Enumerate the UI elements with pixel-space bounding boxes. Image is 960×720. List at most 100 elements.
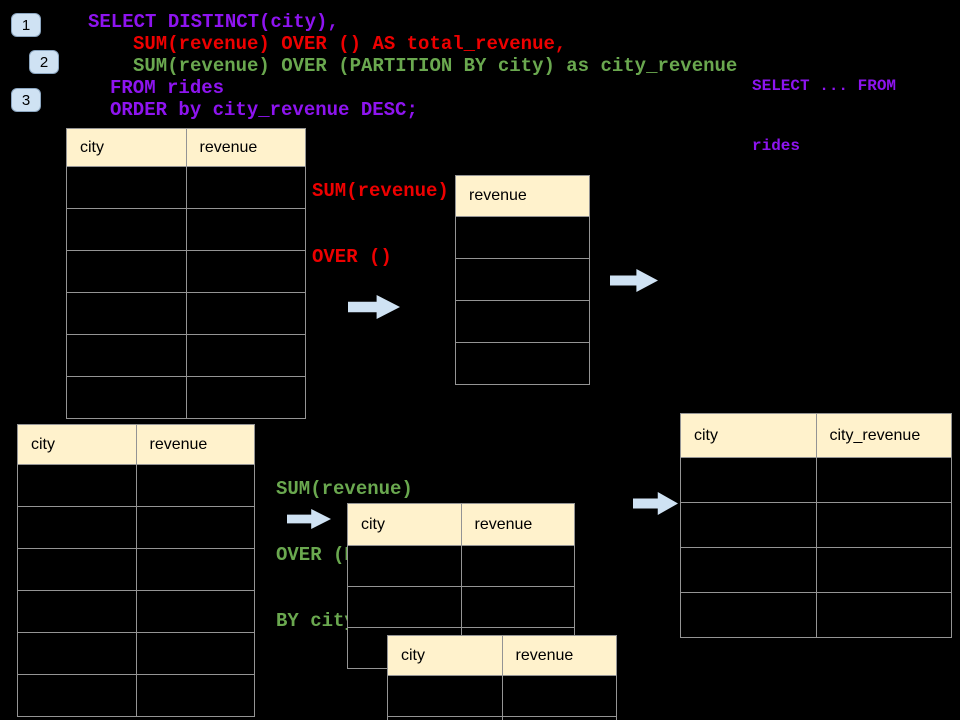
column-header: revenue: [460, 503, 575, 546]
table-row: [66, 250, 306, 293]
table-row: [66, 334, 306, 377]
annotation-total-revenue: SUM(revenue) OVER (): [312, 136, 449, 312]
empty-cell: [66, 334, 187, 377]
annotation-line: OVER (): [312, 246, 392, 268]
sql-line-from: FROM rides: [110, 77, 225, 99]
annotation-line: SUM(revenue): [312, 180, 449, 202]
empty-cell: [455, 300, 590, 343]
sql-line-select: SELECT DISTINCT(city),: [88, 11, 339, 33]
column-header: revenue: [185, 128, 306, 167]
table-row: [680, 592, 952, 638]
flow-arrow-icon: [348, 295, 400, 319]
step-badge-2: 2: [29, 50, 59, 74]
table-row: [347, 545, 575, 587]
table-row: [455, 216, 590, 259]
table-total-revenue: revenue: [455, 175, 590, 385]
side-note-line: SELECT ... FROM: [752, 77, 897, 95]
column-header: revenue: [455, 175, 590, 217]
step-badge-3: 3: [11, 88, 41, 112]
empty-cell: [185, 334, 306, 377]
empty-cell: [135, 548, 255, 591]
empty-cell: [815, 502, 952, 548]
empty-cell: [680, 592, 817, 638]
table-row: [66, 292, 306, 335]
table-row: [680, 547, 952, 593]
step-badge-1: 1: [11, 13, 41, 37]
empty-cell: [501, 716, 617, 720]
empty-cell: [347, 545, 462, 587]
empty-cell: [501, 675, 617, 717]
empty-cell: [815, 457, 952, 503]
table-header-row: revenue: [455, 175, 590, 217]
column-header: revenue: [501, 635, 617, 676]
empty-cell: [815, 592, 952, 638]
empty-cell: [135, 590, 255, 633]
empty-cell: [387, 716, 503, 720]
table-row: [455, 258, 590, 301]
flow-arrow-icon: [610, 269, 658, 292]
empty-cell: [455, 342, 590, 385]
empty-cell: [455, 216, 590, 259]
table-row: [347, 586, 575, 628]
table-row: [17, 674, 255, 717]
table-row: [387, 675, 617, 717]
empty-cell: [680, 457, 817, 503]
column-header: city: [66, 128, 187, 167]
empty-cell: [135, 674, 255, 717]
table-row: [680, 457, 952, 503]
table-row: [680, 502, 952, 548]
column-header: city: [347, 503, 462, 546]
empty-cell: [185, 292, 306, 335]
empty-cell: [17, 674, 137, 717]
table-row: [66, 166, 306, 209]
sql-line-order-by: ORDER by city_revenue DESC;: [110, 99, 418, 121]
empty-cell: [17, 506, 137, 549]
sql-line-partition: SUM(revenue) OVER (PARTITION BY city) as…: [133, 55, 738, 77]
empty-cell: [66, 376, 187, 419]
side-note-select-from-rides: SELECT ... FROM rides: [752, 36, 896, 196]
empty-cell: [135, 632, 255, 675]
empty-cell: [66, 250, 187, 293]
empty-cell: [17, 632, 137, 675]
annotation-line: SUM(revenue): [276, 478, 413, 500]
table-row: [387, 716, 617, 720]
empty-cell: [185, 376, 306, 419]
empty-cell: [680, 547, 817, 593]
empty-cell: [135, 464, 255, 507]
empty-cell: [17, 590, 137, 633]
flow-arrow-icon: [633, 492, 678, 515]
sql-line-total-revenue: SUM(revenue) OVER () AS total_revenue,: [133, 33, 567, 55]
table-row: [17, 464, 255, 507]
table-row: [17, 548, 255, 591]
empty-cell: [185, 250, 306, 293]
empty-cell: [66, 292, 187, 335]
empty-cell: [815, 547, 952, 593]
empty-cell: [460, 586, 575, 628]
empty-cell: [17, 464, 137, 507]
table-row: [66, 376, 306, 419]
empty-cell: [347, 586, 462, 628]
column-header: revenue: [135, 424, 255, 465]
column-header: city: [387, 635, 503, 676]
empty-cell: [66, 208, 187, 251]
column-header: city_revenue: [815, 413, 952, 458]
empty-cell: [185, 208, 306, 251]
flow-arrow-icon: [287, 509, 331, 529]
table-row: [455, 300, 590, 343]
column-header: city: [17, 424, 137, 465]
empty-cell: [17, 548, 137, 591]
table-row: [66, 208, 306, 251]
table-row: [17, 506, 255, 549]
table-row: [17, 590, 255, 633]
empty-cell: [680, 502, 817, 548]
empty-cell: [135, 506, 255, 549]
